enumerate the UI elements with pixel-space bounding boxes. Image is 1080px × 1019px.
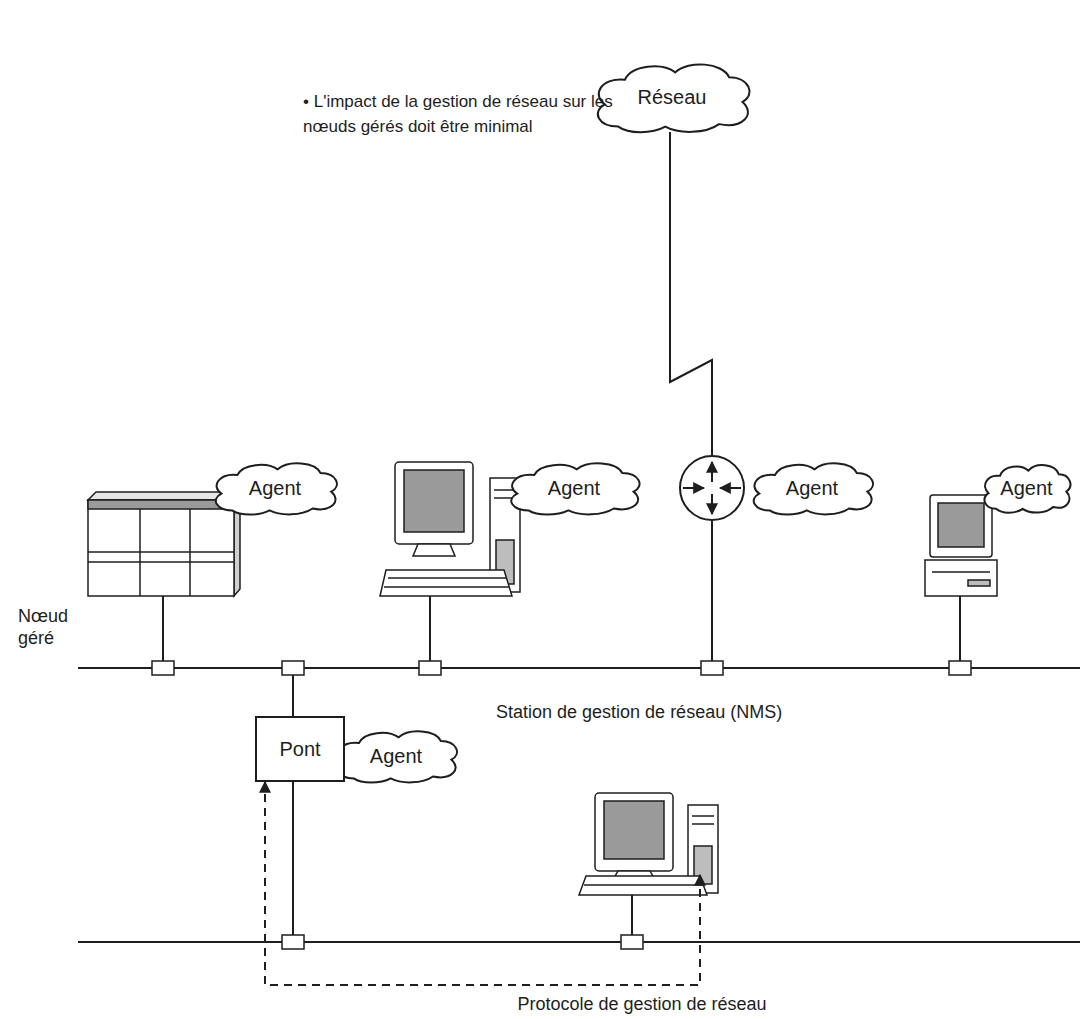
wan-link [670, 132, 712, 456]
agent-cloud: Agent [746, 460, 878, 516]
router-symbol [683, 487, 704, 489]
wan-link [670, 132, 712, 456]
bus-tap [152, 661, 174, 675]
note-text: • L'impact de la gestion de réseau sur l… [303, 90, 643, 139]
bridge-box: Pont [255, 716, 345, 782]
nms-computer-symbol [604, 801, 664, 859]
bus-tap [419, 661, 441, 675]
workstation-symbol [380, 462, 520, 596]
node-text: Agent [786, 476, 838, 500]
node-text: Agent [1000, 476, 1052, 500]
router-symbol [680, 456, 744, 520]
agent-cloud: Agent [503, 460, 645, 516]
router-symbol [680, 456, 744, 520]
nms-computer-symbol [579, 793, 718, 895]
bus-tap [949, 661, 971, 675]
bus-line [78, 667, 1080, 669]
bus-tap [152, 661, 971, 949]
node-text: Pont [279, 737, 320, 761]
agent-cloud: Agent [208, 460, 342, 516]
bus-line [78, 668, 1080, 942]
nms-computer-symbol [692, 815, 714, 817]
workstation-symbol [413, 544, 455, 556]
cloud-outline [338, 731, 457, 782]
workstation-symbol [404, 470, 464, 532]
drop-line [163, 520, 960, 942]
workstation-symbol [384, 586, 509, 588]
node-text: Agent [548, 476, 600, 500]
node-text: Agent [370, 744, 422, 768]
server-symbol [88, 561, 234, 563]
management-protocol-arrow [265, 782, 700, 985]
cloud-outline [598, 64, 750, 132]
terminal-symbol [925, 495, 997, 596]
drop-line [429, 596, 431, 668]
station-label: Station de gestion de réseau (NMS) [496, 702, 782, 724]
agent-cloud: Agent [330, 728, 462, 784]
server-symbol [88, 500, 234, 509]
terminal-symbol [938, 503, 984, 547]
bus-tap [282, 935, 304, 949]
nms-computer-symbol [595, 793, 673, 871]
server-symbol [88, 500, 234, 596]
terminal-symbol [968, 580, 990, 586]
edge-label: Protocole de gestion de réseau [514, 994, 769, 1016]
terminal-symbol [925, 560, 997, 596]
node-text: Agent [249, 476, 301, 500]
node-text: Réseau [638, 85, 707, 109]
nms-computer-symbol [584, 884, 703, 886]
workstation-symbol [380, 570, 512, 596]
router-symbol [711, 462, 713, 482]
cloud-outline [216, 463, 337, 514]
router-symbol [711, 494, 713, 514]
server-symbol [88, 492, 240, 596]
agent-cloud: Agent [979, 462, 1074, 514]
workstation-symbol [388, 577, 506, 579]
bus-tap [701, 661, 723, 675]
bus-line [78, 941, 1080, 943]
cloud-outline [985, 465, 1071, 513]
network-cloud: Réseau [588, 60, 756, 134]
server-symbol [88, 551, 234, 553]
management-station: Station de gestion de réseau (NMS) [490, 700, 810, 875]
drop-line [711, 520, 713, 668]
region-label: Nœud géré [18, 606, 74, 649]
workstation-symbol [395, 462, 473, 544]
drop-line [959, 596, 961, 668]
bus-tap [282, 661, 304, 675]
bus-line [292, 668, 294, 942]
terminal-symbol [930, 495, 992, 557]
cloud-outline [511, 463, 639, 514]
terminal-symbol [932, 571, 990, 573]
cloud-outline [754, 463, 873, 514]
drop-line [162, 596, 164, 668]
nms-computer-symbol [579, 876, 707, 895]
router-symbol [720, 487, 741, 489]
bus-tap [621, 935, 643, 949]
nms-computer-symbol [692, 823, 714, 825]
